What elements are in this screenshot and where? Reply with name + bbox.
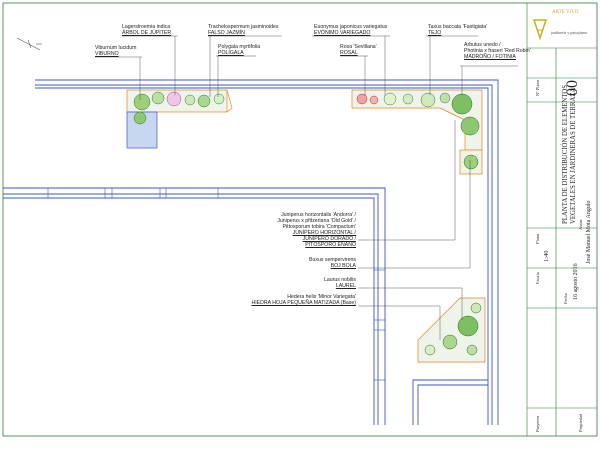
sheet-frame [2, 2, 598, 437]
plan-title-line-1: PLANTA DE DISTRIBUCIÓN DE ELEMENTOS [562, 84, 569, 224]
project-label: Proyecto [535, 416, 540, 432]
terrace-walls [3, 79, 499, 425]
label-rosa: Rosa 'Sevillana'ROSAL [340, 44, 377, 56]
logo-text: ARTE VIVO [552, 10, 579, 15]
title-block [526, 3, 597, 436]
label-taxus: Taxus baccata 'Fastigiata'TEJO [428, 24, 488, 36]
owner-label: Propiedad [578, 413, 583, 432]
plan-label: Plano [535, 233, 540, 244]
scale-label: Escala [535, 272, 540, 284]
leader-lines [95, 35, 518, 340]
label-hedera: Hedera helix 'Minor Variegata'HIEDRA HOJ… [251, 294, 356, 306]
author-label: Autor [578, 219, 583, 231]
author-name: José Manuel Mota Angulo [586, 200, 592, 265]
scale-value: 1:40 [543, 250, 550, 262]
plan-title-line-2: VEGETALES EN JARDINERAS DE TERRAZA [570, 87, 577, 224]
plant-symbols [133, 91, 482, 356]
logo-subtitle: jardinería y paisajismo [551, 30, 588, 35]
date-value: 16 agosto 2016 [573, 263, 579, 300]
label-juniperus: Juniperus horizontalis 'Andorra' / Junip… [277, 212, 356, 248]
north-arrow-icon [16, 37, 42, 51]
window-marks [47, 188, 385, 381]
planter-bottom-right [417, 297, 486, 363]
plan-number-label: Nº Plano [535, 79, 540, 96]
logo-icon [532, 19, 548, 41]
date-label: Fecha [563, 293, 568, 304]
label-arbutus: Arbutus unedo /Photinia x fraseri 'Red R… [464, 42, 531, 60]
